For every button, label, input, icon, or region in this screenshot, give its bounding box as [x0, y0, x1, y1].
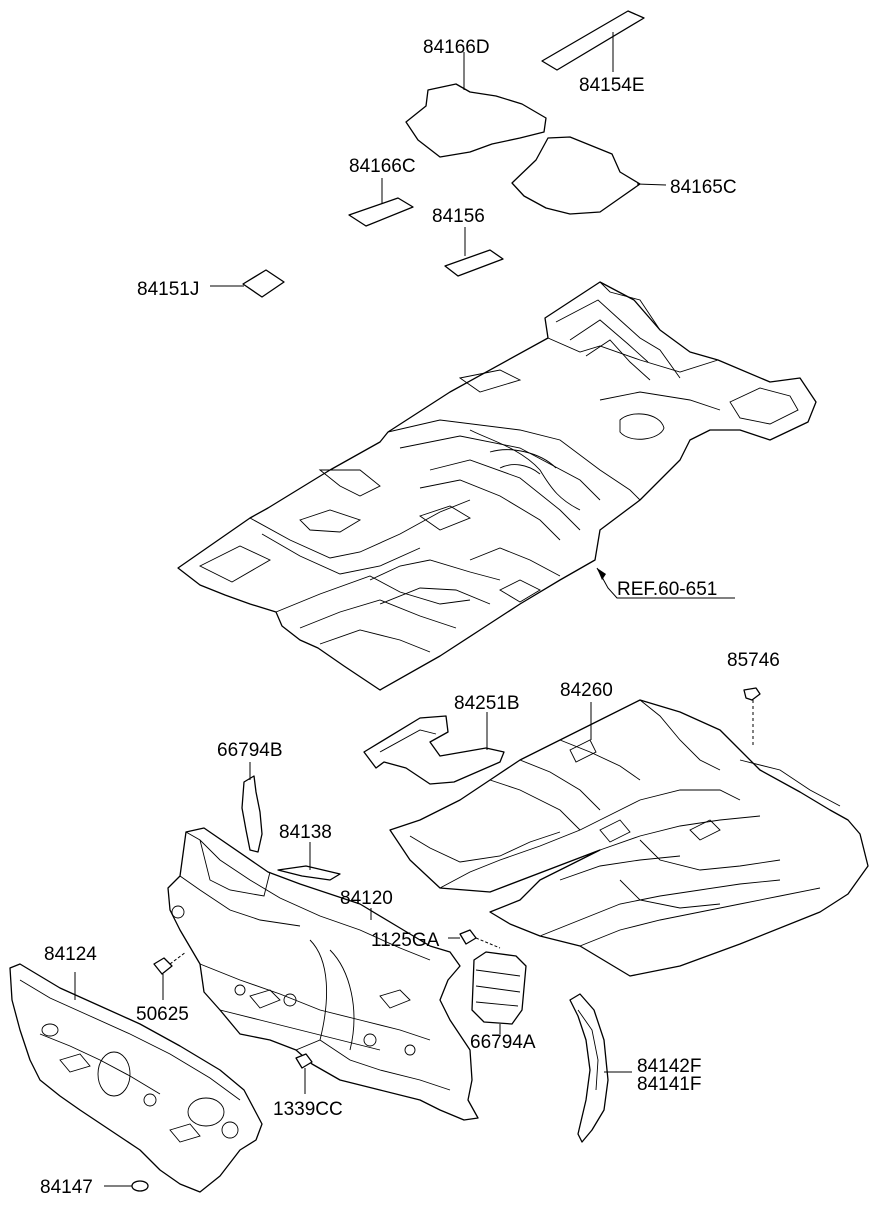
label-84260: 84260: [560, 680, 613, 701]
mat-84165C[interactable]: [511, 136, 667, 215]
clip-85746[interactable]: [743, 687, 761, 748]
label-84151J: 84151J: [137, 279, 199, 300]
carpet-84260[interactable]: [389, 699, 869, 977]
floor-pan-assembly[interactable]: [177, 281, 817, 691]
bracket-66794A[interactable]: [471, 951, 527, 1034]
nut-1339CC[interactable]: [295, 1053, 313, 1094]
label-ref-60-651: REF.60-651: [617, 579, 717, 600]
label-84156: 84156: [432, 206, 485, 227]
side-pad-84142F-84141F[interactable]: [569, 993, 632, 1143]
pad-84251B[interactable]: [363, 712, 505, 785]
label-84166C: 84166C: [349, 156, 416, 177]
plug-84147[interactable]: [104, 1180, 149, 1192]
label-50625: 50625: [136, 1004, 189, 1025]
label-84138: 84138: [279, 822, 332, 843]
label-84124: 84124: [44, 944, 97, 965]
label-1339CC: 1339CC: [273, 1099, 343, 1120]
bracket-66794B[interactable]: [241, 762, 263, 853]
strip-84138[interactable]: [277, 842, 341, 881]
clip-50625[interactable]: [153, 951, 187, 1000]
label-84251B: 84251B: [454, 693, 520, 714]
label-66794A: 66794A: [470, 1032, 536, 1053]
label-84147: 84147: [40, 1177, 93, 1198]
pad-84151J[interactable]: [210, 269, 285, 298]
dash-pad-84124[interactable]: [9, 963, 263, 1193]
label-84166D: 84166D: [423, 37, 490, 58]
pad-84156[interactable]: [444, 227, 504, 277]
label-84120: 84120: [340, 888, 393, 909]
label-84142F: 84142F: [637, 1056, 701, 1077]
label-85746: 85746: [727, 650, 780, 671]
label-66794B: 66794B: [217, 740, 283, 761]
label-84141F: 84141F: [637, 1074, 701, 1095]
label-1125GA: 1125GA: [371, 930, 440, 951]
pad-84166C[interactable]: [348, 178, 414, 227]
label-84154E: 84154E: [579, 75, 645, 96]
label-84165C: 84165C: [670, 177, 737, 198]
pad-84154E[interactable]: [541, 10, 645, 72]
mat-84166D[interactable]: [405, 52, 547, 158]
dash-insulator-84120[interactable]: [167, 827, 479, 1121]
bolt-1125GA[interactable]: [448, 929, 501, 949]
